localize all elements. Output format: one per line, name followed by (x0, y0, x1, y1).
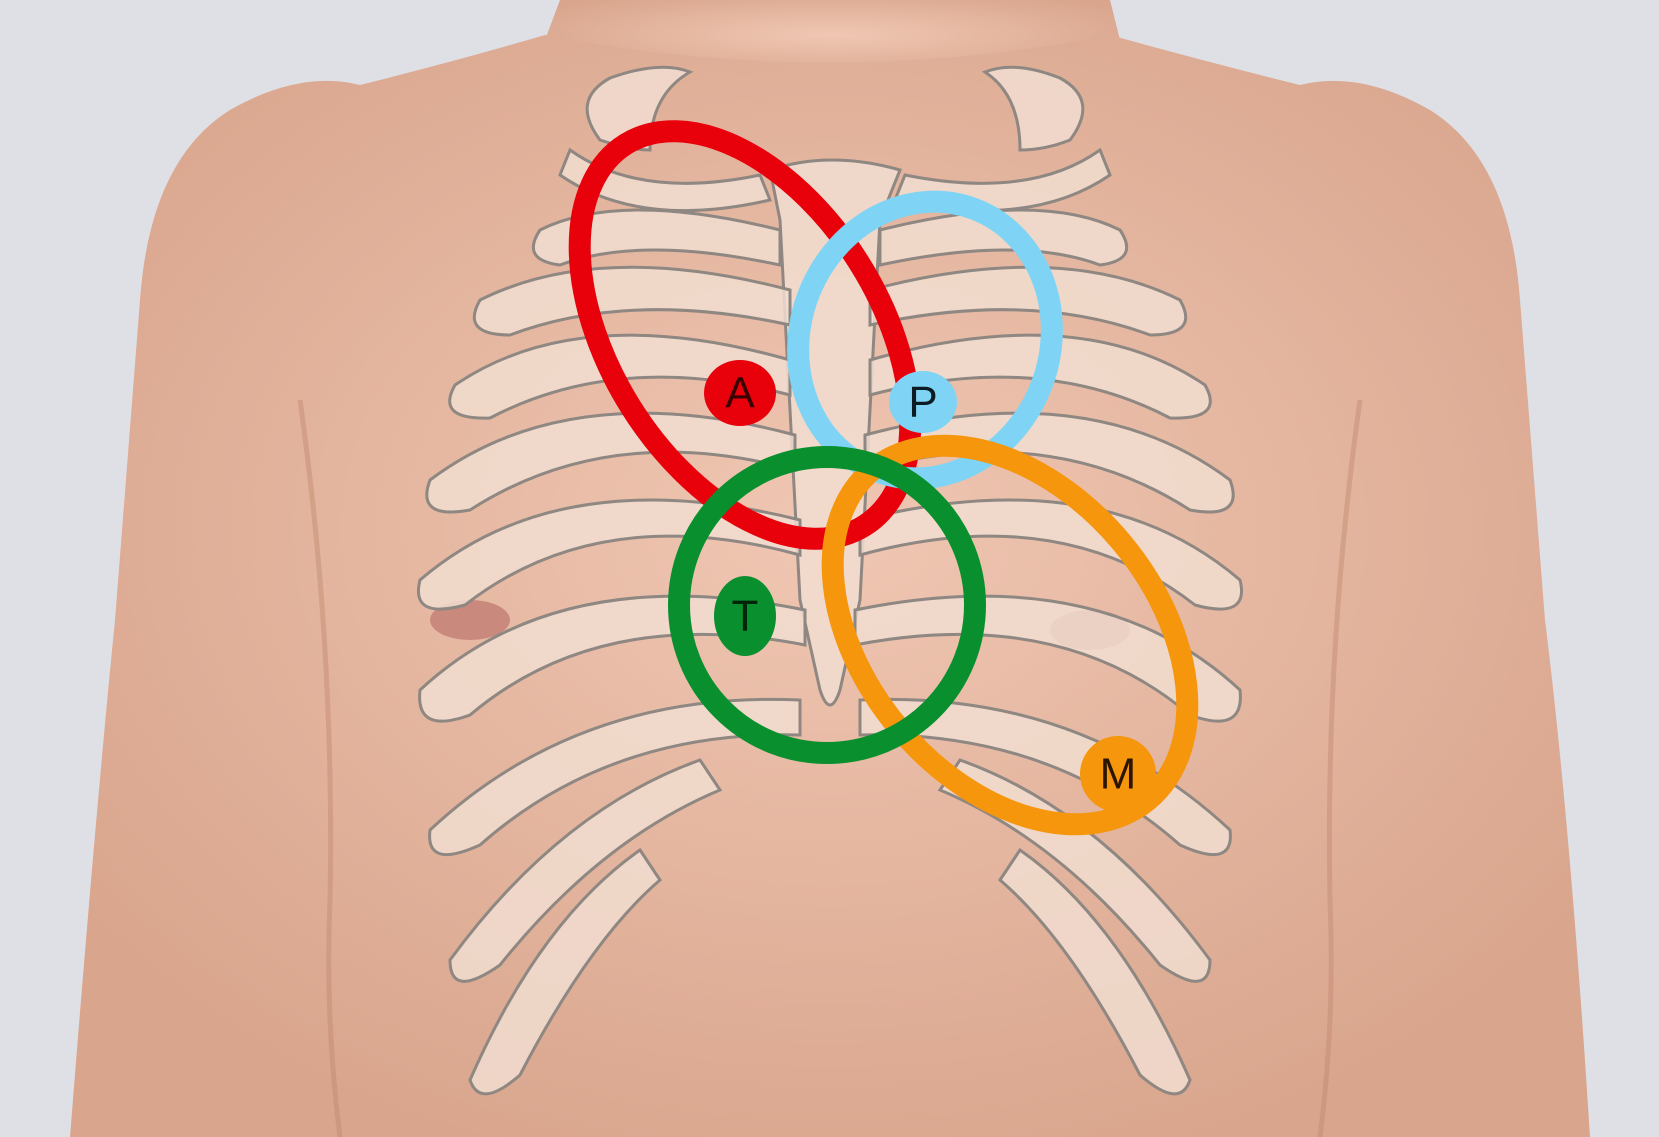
left-rib-1 (531, 208, 782, 267)
pulmonary-label-badge: P (889, 371, 957, 433)
tricuspid-area-ring (668, 446, 986, 764)
mitral-badge-shape (1080, 736, 1156, 812)
right-rib-6 (853, 594, 1242, 723)
region-labels: A P T M (704, 360, 1156, 812)
left-rib-2 (472, 265, 792, 337)
tricuspid-label-badge: T (714, 576, 776, 656)
mitral-label: M (1100, 750, 1137, 799)
tricuspid-badge-shape (714, 576, 776, 656)
right-rib-7 (858, 697, 1232, 857)
mitral-label-badge: M (1080, 736, 1156, 812)
right-rib-9 (998, 847, 1192, 1096)
left-rib-6 (418, 594, 807, 723)
right-rib-2 (868, 265, 1188, 337)
aortic-label-badge: A (704, 360, 776, 426)
left-rib-8 (448, 758, 723, 983)
left-arm-crease (297, 399, 343, 1137)
aortic-label: A (725, 369, 755, 418)
left-nipple (430, 600, 510, 640)
left-clavicle (585, 65, 694, 152)
pulmonary-badge-shape (889, 371, 957, 433)
left-rib-9 (468, 847, 662, 1096)
aortic-area-ring (568, 120, 922, 550)
right-arm-crease (1317, 399, 1363, 1137)
tricuspid-label: T (732, 592, 759, 641)
aortic-badge-shape (704, 360, 776, 426)
right-clavicle (981, 65, 1085, 152)
left-rib-7 (428, 697, 802, 857)
pulmonary-label: P (908, 378, 937, 427)
auscultation-regions (568, 120, 1199, 836)
left-clavicle-bar (558, 147, 773, 213)
